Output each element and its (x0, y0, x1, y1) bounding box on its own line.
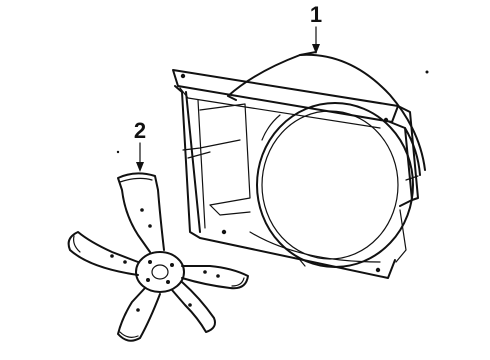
callout-2: 2 (134, 118, 146, 172)
shroud-hole-icon (180, 73, 186, 79)
callout-label: 2 (134, 118, 146, 143)
arrowhead-icon (136, 162, 144, 172)
shroud-hole-icon (383, 117, 389, 123)
speck-icon (425, 70, 429, 74)
callout-label: 1 (310, 2, 322, 27)
shroud-hole-icon (221, 229, 227, 235)
callout-1: 1 (310, 2, 322, 54)
shroud-hole-icon (375, 267, 381, 273)
speck-icon (116, 150, 120, 154)
fan-shroud (172, 51, 429, 279)
fan-blade (67, 150, 249, 342)
arrowhead-icon (312, 44, 320, 54)
